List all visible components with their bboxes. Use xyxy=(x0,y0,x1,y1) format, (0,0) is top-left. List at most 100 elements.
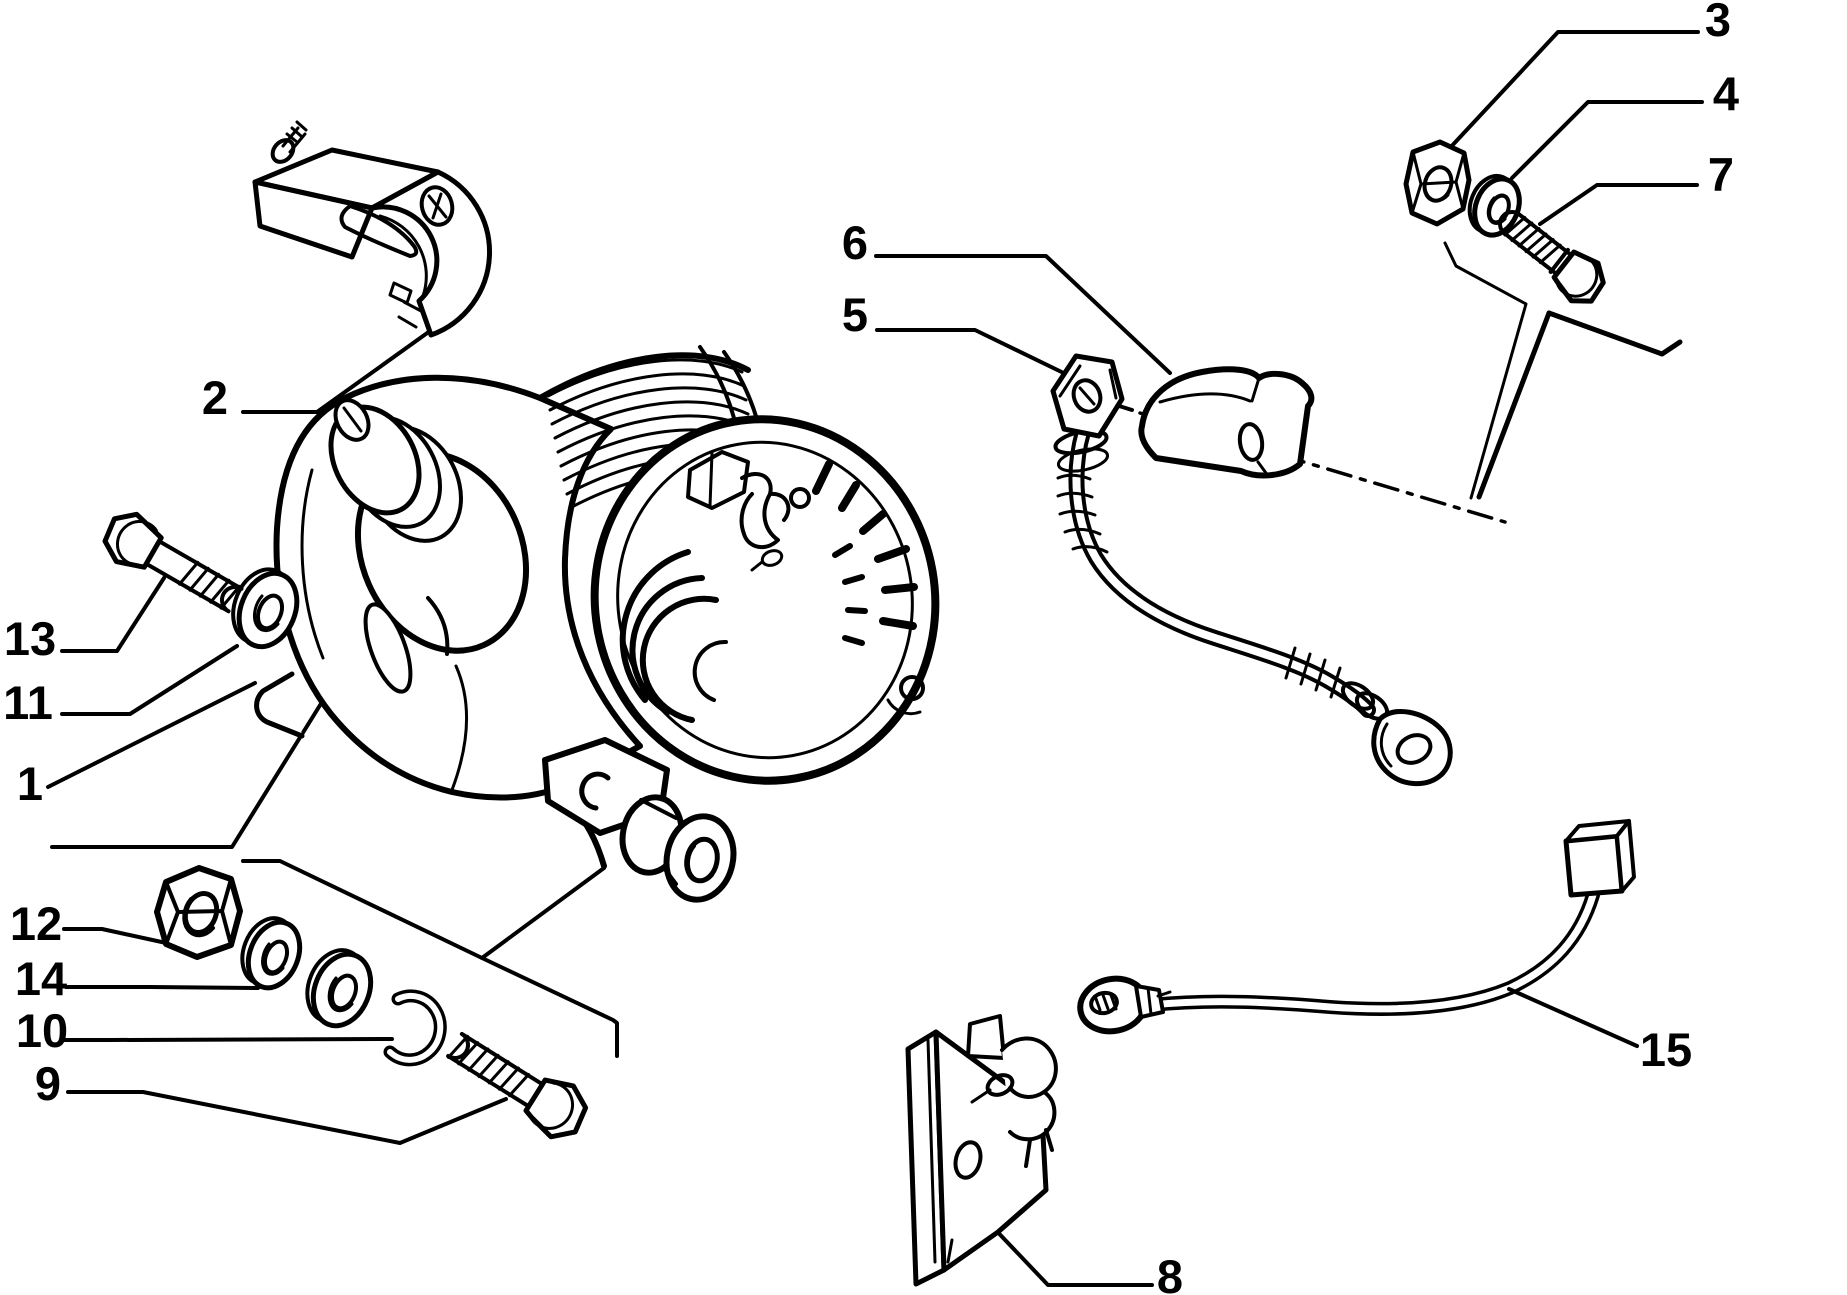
bracket-hole xyxy=(953,1140,983,1180)
connector-front xyxy=(1563,833,1625,898)
bracket-pin-shaft xyxy=(970,1088,992,1104)
body-top-silhouette xyxy=(537,352,751,401)
cover-arc-band xyxy=(369,169,493,338)
bolt-7-drawing xyxy=(1498,210,1606,304)
part-label-1: 1 xyxy=(17,757,43,810)
disc-slot xyxy=(426,596,450,656)
washer-11-crescent xyxy=(252,594,280,633)
nut-12-crescent xyxy=(182,897,215,938)
ring-terminal-top-tick xyxy=(1078,386,1096,406)
rear-cover xyxy=(590,415,940,785)
shaft-nut-tick xyxy=(342,406,363,433)
part-label-6: 6 xyxy=(842,216,868,269)
boot-outline xyxy=(1138,366,1315,479)
connector-side xyxy=(1615,819,1636,893)
rear-cover-rim xyxy=(616,440,914,760)
ground-cable-5-drawing xyxy=(1050,353,1453,787)
construction-lines-bottom-left xyxy=(50,700,619,1058)
washer-14b-hole xyxy=(329,973,359,1011)
cover-boss-cross xyxy=(427,192,448,220)
clevis-connect-lines xyxy=(639,798,678,886)
part-label-8: 8 xyxy=(1157,1250,1183,1295)
clamp-fold-lines xyxy=(1146,986,1172,1016)
ring-terminal-bottom-hole xyxy=(1395,733,1433,765)
part-label-2: 2 xyxy=(202,371,228,424)
washer-14b-crescent xyxy=(327,976,354,1013)
cover-boss xyxy=(419,185,455,227)
front-bracket-contours xyxy=(300,468,468,792)
washer-14b-outer xyxy=(310,951,374,1029)
leader-line-10 xyxy=(62,1037,394,1042)
cover-drawing xyxy=(252,120,493,338)
cable-5-outline xyxy=(1068,424,1376,718)
ring-terminal-bottom-rim xyxy=(1379,722,1393,768)
wedge-thin-line xyxy=(1443,241,1528,500)
bracket-flange-fold xyxy=(926,1038,937,1264)
bracket-oblong-slot xyxy=(363,602,413,694)
retainer-clip-squiggle xyxy=(739,472,791,550)
terminal-box xyxy=(686,450,750,510)
bolt-7-head-face xyxy=(1556,253,1599,298)
snap-ring-10-drawing xyxy=(383,989,447,1067)
washer-14-drawing xyxy=(240,916,303,991)
ring-terminal-top-hole xyxy=(1071,378,1103,414)
washer-11-hole xyxy=(255,593,285,631)
boot-creases xyxy=(1158,376,1268,475)
construction-zigzag-a xyxy=(50,700,324,849)
leader-line-3 xyxy=(1446,30,1700,152)
washer-11-outer xyxy=(236,570,300,650)
bolt-13-head-face xyxy=(116,520,158,567)
bracket-clip-inner xyxy=(1008,1086,1046,1099)
bolt-13-threads xyxy=(178,560,241,610)
part-label-4: 4 xyxy=(1713,67,1739,120)
bolt-9-threads xyxy=(446,1034,531,1098)
part-label-11: 11 xyxy=(3,676,53,729)
ring-terminal-top-edges xyxy=(1058,364,1118,400)
washer-14-crescent xyxy=(261,942,285,976)
rear-cover-vent-row2 xyxy=(832,543,868,646)
cable-5-ferrule-top-b xyxy=(1056,447,1110,473)
nut-3-crescent xyxy=(1423,170,1450,202)
construction-lines-top-right xyxy=(1443,241,1683,500)
bolt-9-drawing xyxy=(446,1031,589,1140)
cable-5-ribs-lower xyxy=(1284,646,1342,699)
clamp-terminal-inner xyxy=(1089,990,1119,1016)
front-bracket-ear xyxy=(254,671,305,739)
leader-line-2 xyxy=(241,329,432,414)
cover-band-slot xyxy=(339,204,419,258)
clevis-hole-arc xyxy=(685,844,714,883)
cover-inner-band-line xyxy=(378,214,428,298)
leader-line-8 xyxy=(986,1220,1154,1287)
cable-5-ribs-upper xyxy=(1056,473,1109,554)
part-label-12: 12 xyxy=(10,897,62,950)
part-label-7: 7 xyxy=(1708,148,1734,201)
washer-14-outer xyxy=(245,919,303,991)
leader-line-15 xyxy=(1507,987,1639,1048)
wedge-thick-line-left xyxy=(1476,310,1552,500)
bolt-13-drawing xyxy=(102,511,244,614)
leader-line-14 xyxy=(64,985,260,990)
bracket-8-drawing xyxy=(905,1014,1058,1287)
washer-14b-drawing xyxy=(305,948,374,1029)
rear-cover-vent-slots xyxy=(812,460,918,630)
leader-line-12 xyxy=(62,927,182,948)
part-label-9: 9 xyxy=(35,1057,61,1110)
leader-line-1 xyxy=(46,681,257,789)
nut-12-drawing xyxy=(154,865,243,960)
leader-line-9 xyxy=(66,1090,508,1145)
part-label-14: 14 xyxy=(15,952,67,1005)
boot-hole xyxy=(1237,422,1265,462)
cable-15-outline xyxy=(1145,888,1600,1016)
construction-zigzag-b xyxy=(241,859,606,960)
cable-5-ring-terminal-bottom xyxy=(1371,709,1453,787)
mounting-foot-hole xyxy=(579,771,611,811)
bracket-bottom-detail xyxy=(946,1238,954,1264)
cover-box-front xyxy=(252,179,375,260)
cable-5-ferrule-low-a xyxy=(1340,681,1376,711)
washer-4-outer xyxy=(1472,176,1522,238)
leader-line-7 xyxy=(1538,183,1699,226)
boot-6-drawing xyxy=(1138,366,1315,479)
washer-14-hole xyxy=(262,939,290,975)
clamp-terminal-hatch xyxy=(1093,993,1118,1012)
